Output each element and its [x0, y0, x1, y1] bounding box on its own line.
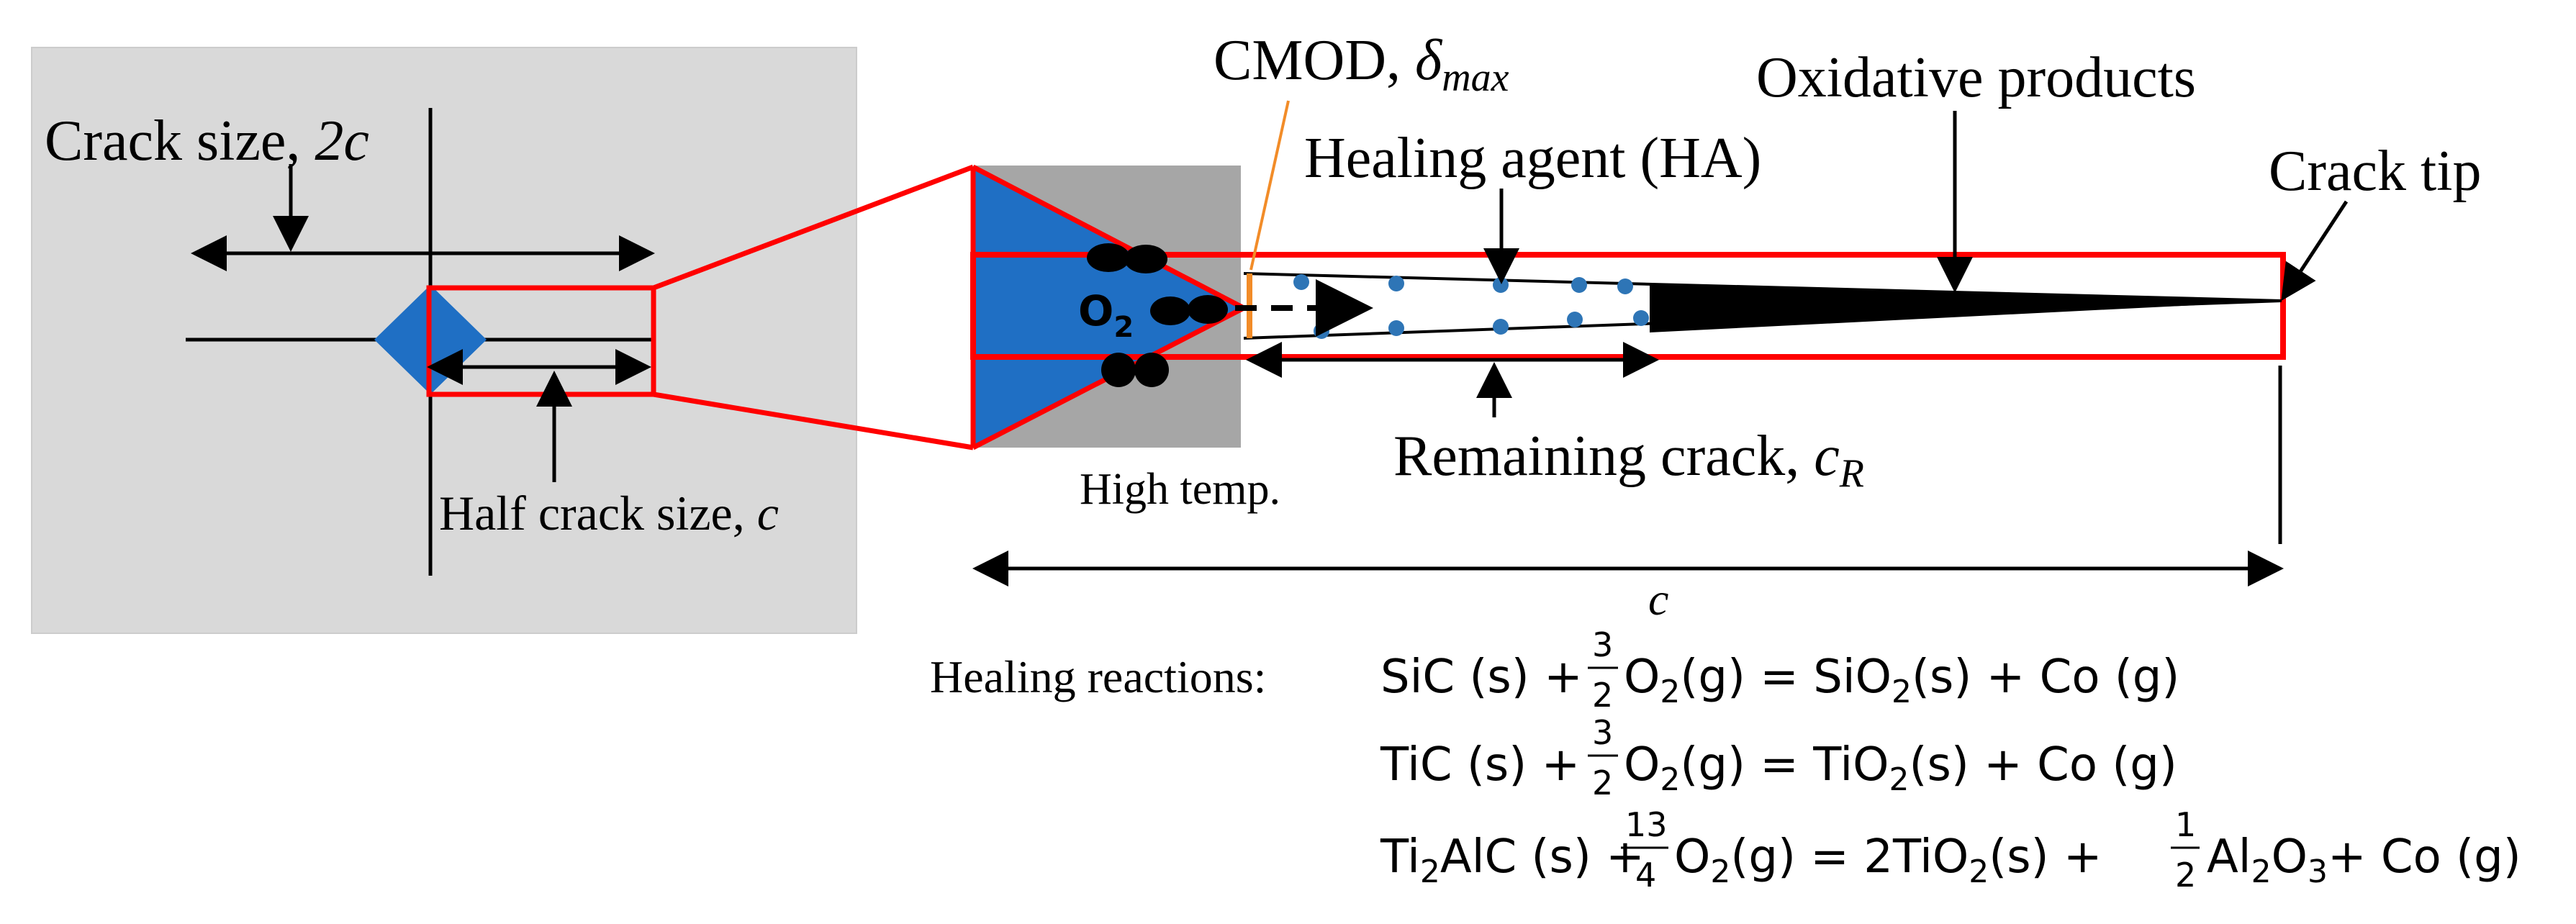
cmod-pointer [1249, 100, 1290, 271]
reactions-heading: Healing reactions: [930, 651, 1266, 702]
o2-label: O2 [1078, 286, 1134, 344]
svg-text:O2(g) = TiO2(s) + Co (g): O2(g) = TiO2(s) + Co (g) [1624, 738, 2177, 798]
healing-agent-label: Healing agent (HA) [1304, 127, 1761, 190]
crack-face-top [1243, 272, 2282, 302]
svg-text:TiC (s) +: TiC (s) + [1380, 738, 1580, 792]
svg-text:O2(g) = 2TiO2(s) +: O2(g) = 2TiO2(s) + [1674, 830, 2102, 890]
zoom-line-top [652, 164, 975, 291]
svg-text:Ti2AlC (s) +: Ti2AlC (s) + [1380, 830, 1645, 890]
crack-size-label: Crack size, 2c [45, 109, 369, 173]
reaction-2: TiC (s) + 3 2 O2(g) = TiO2(s) + Co (g) [1380, 713, 2177, 802]
reaction-1: SiC (s) + 3 2 O2(g) = SiO2(s) + Co (g) [1380, 625, 2179, 715]
svg-text:O2(g) = SiO2(s) + Co (g): O2(g) = SiO2(s) + Co (g) [1624, 651, 2179, 710]
svg-text:3: 3 [1592, 713, 1613, 752]
enlarged-indent [973, 167, 1244, 448]
svg-text:4: 4 [1635, 856, 1656, 894]
svg-text:2: 2 [1592, 676, 1613, 715]
remaining-crack-label: Remaining crack, cR [1393, 425, 1864, 496]
svg-text:Al2O3+ Co (g): Al2O3+ Co (g) [2207, 830, 2521, 890]
oxidative-products [1650, 285, 2282, 332]
half-crack-label: Half crack size, c [439, 486, 779, 540]
high-temp-label: High temp. [1080, 465, 1280, 514]
svg-text:1: 1 [2175, 805, 2196, 844]
cmod-label: CMOD, δmax [1214, 29, 1509, 100]
reaction-3: Ti2AlC (s) + 13 4 O2(g) = 2TiO2(s) + 1 2… [1380, 805, 2521, 894]
svg-text:13: 13 [1625, 805, 1668, 844]
c-dimension-label: c [1648, 574, 1668, 625]
crack-tip-pointer [2281, 200, 2349, 302]
svg-text:2: 2 [1592, 764, 1613, 802]
svg-text:SiC (s) +: SiC (s) + [1380, 651, 1583, 704]
oxidative-products-label: Oxidative products [1756, 46, 2196, 109]
zoom-line-bottom [653, 391, 974, 450]
indent-edge-top [972, 164, 1245, 311]
svg-text:2: 2 [2175, 856, 2196, 894]
oxygen-molecules [1087, 243, 1228, 387]
svg-text:3: 3 [1592, 625, 1613, 664]
crack-tip-label: Crack tip [2269, 140, 2481, 203]
